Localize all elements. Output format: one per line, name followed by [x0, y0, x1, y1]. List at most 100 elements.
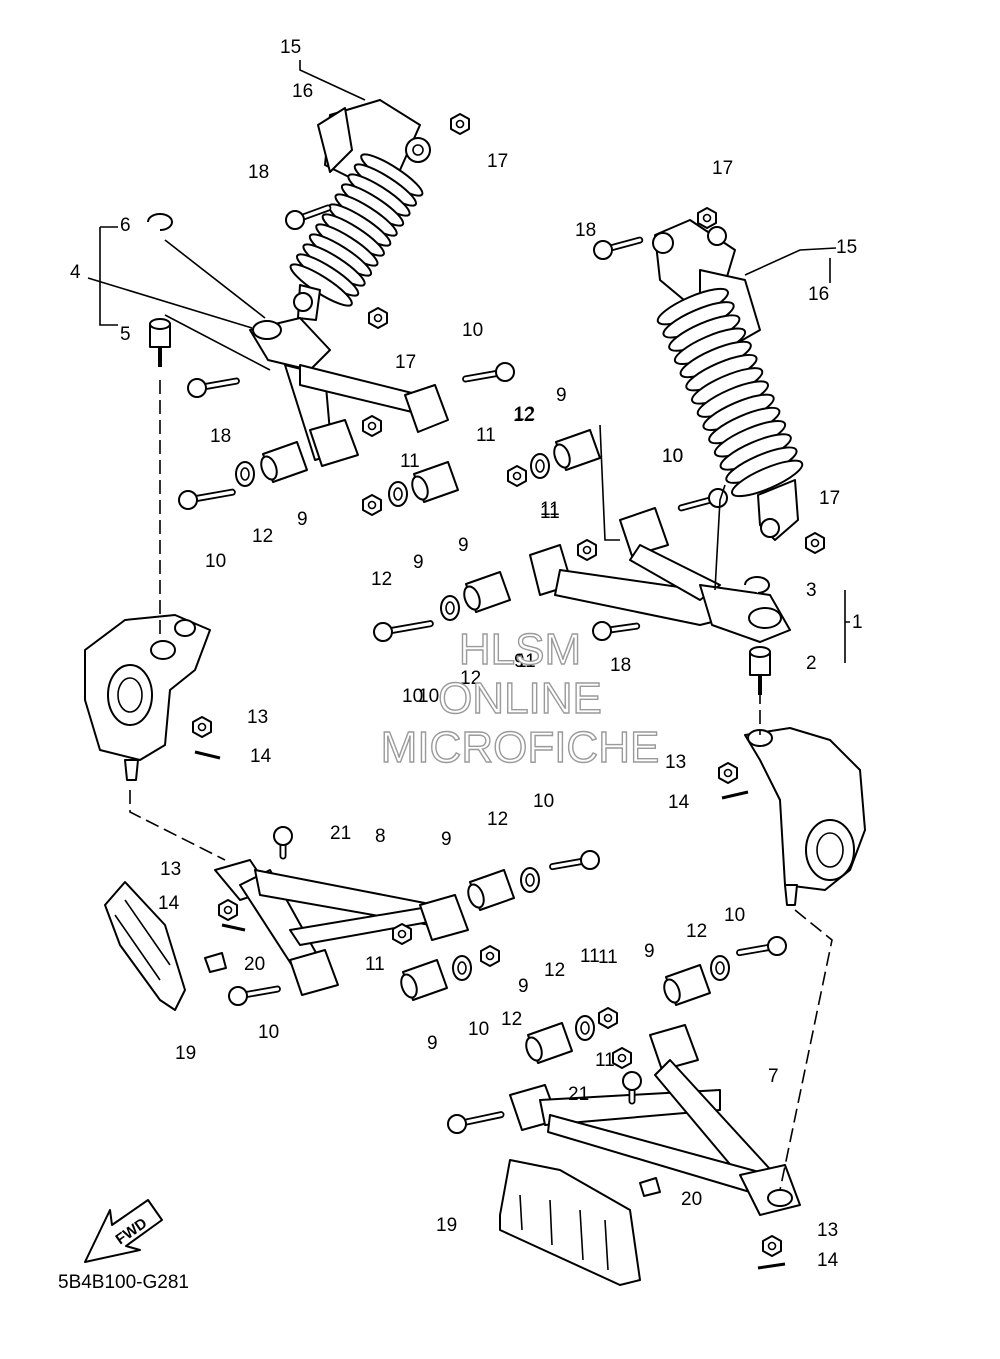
callout-label: 9: [518, 976, 529, 997]
bushing-end: [260, 455, 278, 481]
bolt-head: [228, 986, 248, 1006]
circlip: [744, 576, 770, 594]
right-arm-guard: [499, 1159, 641, 1286]
right-upper-arm: [529, 507, 791, 643]
forward-direction-arrow: FWD: [84, 1199, 163, 1263]
left-arm-guard: [104, 881, 186, 1011]
callout-label: 18: [575, 220, 596, 241]
ball-joint-top: [149, 318, 171, 330]
nut: [392, 923, 412, 945]
callout-label: 12: [686, 921, 707, 942]
callout-label: 8: [375, 826, 386, 847]
callout-label: 14: [158, 893, 180, 914]
bolt-head: [187, 378, 207, 398]
cotter-pin: [221, 923, 246, 932]
callout-label: 10: [258, 1022, 279, 1043]
callout-label: 12: [514, 404, 535, 425]
callout-label: 19: [175, 1043, 196, 1064]
callout-label: 11: [540, 499, 560, 520]
callout-label: 18: [248, 162, 269, 183]
circlip: [147, 213, 173, 231]
diagram-part-code: 5B4B100-G281: [58, 1272, 189, 1293]
bolt-head: [373, 622, 393, 642]
callout-label: 12: [460, 668, 481, 689]
callout-label: 11: [595, 1050, 615, 1071]
washer-hole: [525, 873, 535, 887]
nut-hole: [367, 421, 377, 431]
callout-label: 14: [250, 746, 272, 767]
washer-hole: [457, 961, 467, 975]
callout-label: 11: [400, 451, 420, 472]
bushing-end: [400, 973, 418, 999]
bushing-end: [663, 978, 681, 1004]
callout-label: 17: [487, 151, 508, 172]
nut: [480, 945, 500, 967]
callout-label: 10: [462, 320, 483, 341]
nut-hole: [197, 722, 207, 732]
callout-label: 9: [413, 552, 424, 573]
nut: [362, 415, 382, 437]
callout-label: 9: [556, 385, 567, 406]
callout-label: 12: [487, 809, 508, 830]
washer-hole: [715, 961, 725, 975]
callout-label: 12: [371, 569, 392, 590]
callout-label: 12: [501, 1009, 522, 1030]
watermark-line-3: MICROFICHE: [381, 723, 660, 772]
bolt-head: [273, 826, 293, 846]
callout-label: 10: [662, 446, 683, 467]
bushing-end: [411, 475, 429, 501]
washer-hole: [580, 1021, 590, 1035]
nut: [612, 1047, 632, 1069]
callout-label: 21: [568, 1084, 589, 1105]
washer: [440, 595, 460, 621]
nut: [450, 113, 470, 135]
callout-label: 10: [418, 686, 439, 707]
nut: [577, 539, 597, 561]
bolt-head: [622, 1071, 642, 1091]
callout-label: 9: [297, 509, 308, 530]
watermark: HLSM ONLINE MICROFICHE: [380, 624, 660, 772]
callout-label: 10: [468, 1019, 489, 1040]
clip-nut: [204, 952, 227, 973]
callout-label: 9: [441, 829, 452, 850]
callout-label: 16: [292, 81, 313, 102]
right-lower-arm: [509, 1024, 801, 1216]
nut-hole: [603, 1013, 613, 1023]
washer: [452, 955, 472, 981]
cotter-pin: [721, 790, 749, 800]
nut-hole: [367, 500, 377, 510]
callout-label: 19: [436, 1215, 457, 1236]
washer: [235, 461, 255, 487]
left-shock-absorber: [289, 99, 431, 321]
washer: [530, 453, 550, 479]
nut-hole: [455, 119, 465, 129]
nut-hole: [373, 313, 383, 323]
cotter-pin: [757, 1262, 786, 1270]
washer-hole: [240, 467, 250, 481]
bolt-head: [708, 488, 728, 508]
callout-label: 12: [252, 526, 273, 547]
nut: [362, 494, 382, 516]
nut: [805, 532, 825, 554]
callout-label: 14: [817, 1250, 839, 1271]
cotter-pin: [194, 750, 221, 760]
nut-hole: [485, 951, 495, 961]
callout-label: 10: [724, 905, 745, 926]
leader-lines: [87, 60, 850, 1191]
callout-label: 10: [533, 791, 554, 812]
callout-label: 20: [244, 954, 265, 975]
nut: [368, 307, 388, 329]
callout-label: 6: [120, 215, 131, 236]
callout-label: 5: [120, 324, 131, 345]
watermark-line-2: ONLINE: [438, 674, 602, 723]
callout-label: 20: [681, 1189, 702, 1210]
bolt-head: [495, 362, 515, 382]
left-lower-arm: [214, 859, 469, 996]
washer-hole: [445, 601, 455, 615]
callout-label: 11: [365, 954, 385, 975]
callout-label: 17: [712, 158, 733, 179]
callout-label: 15: [280, 37, 301, 58]
nut-hole: [617, 1053, 627, 1063]
